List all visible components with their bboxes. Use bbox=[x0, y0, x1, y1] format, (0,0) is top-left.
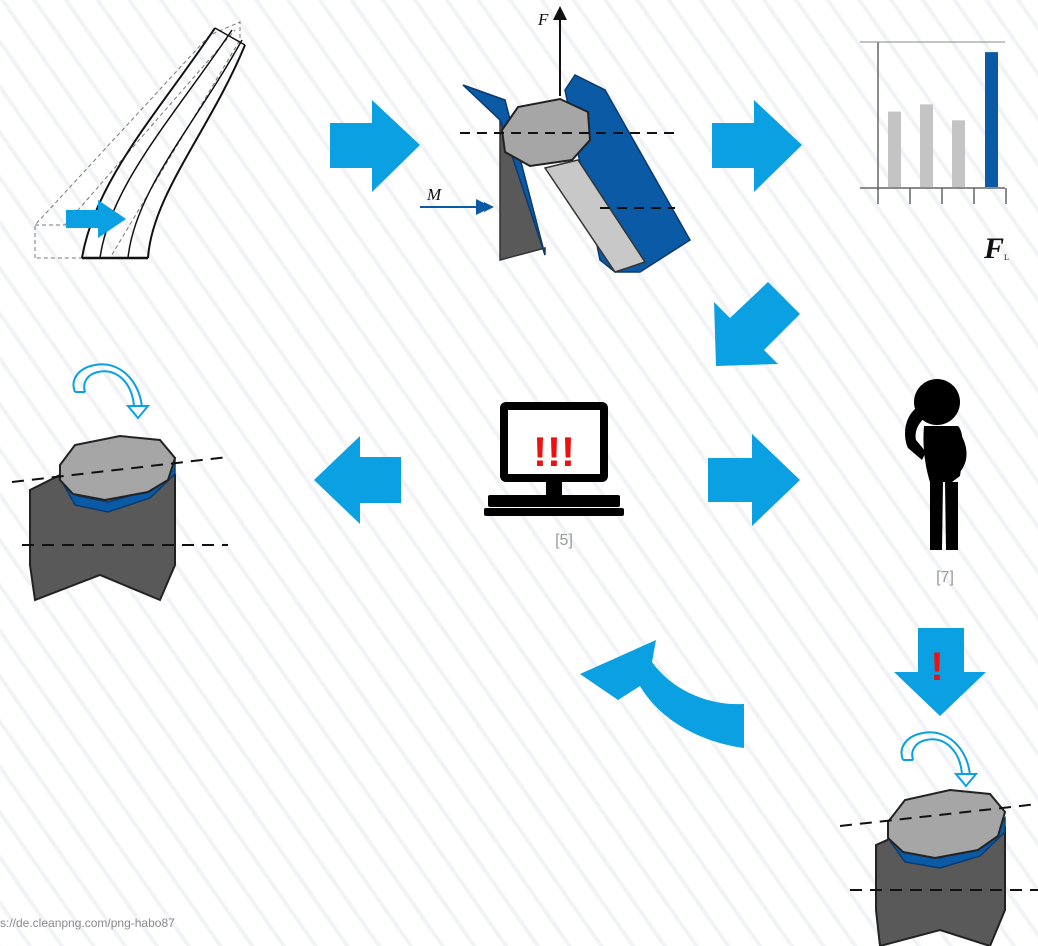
source-footer: s://de.cleanpng.com/png-habo87 bbox=[0, 916, 175, 930]
moment-label: M bbox=[426, 185, 442, 204]
arrow-left-icon bbox=[314, 436, 401, 524]
bar-chart-bar bbox=[888, 111, 901, 187]
force-axis-label: FL bbox=[983, 232, 1009, 265]
curved-arrow-icon bbox=[580, 640, 744, 748]
alarm-text: !!! bbox=[533, 428, 575, 475]
arrow-down-icon bbox=[894, 628, 986, 716]
arrow-down-left-icon bbox=[714, 282, 800, 366]
warning-text: ! bbox=[930, 645, 943, 689]
bar-chart-bar bbox=[985, 52, 998, 188]
bar-chart-bar bbox=[952, 120, 965, 187]
computer-icon bbox=[484, 402, 624, 516]
corrected-profile-left bbox=[11, 363, 229, 602]
computer-caption: [5] bbox=[555, 532, 573, 549]
rotation-arrow-icon bbox=[125, 405, 151, 420]
force-arrow-icon bbox=[553, 6, 567, 20]
person-caption: [7] bbox=[936, 569, 954, 586]
arrow-right-icon bbox=[712, 100, 802, 192]
force-label: F bbox=[537, 10, 549, 29]
moment-double-arrow-icon bbox=[476, 202, 494, 212]
clamp-load-figure bbox=[420, 6, 692, 273]
bar-chart-bar bbox=[920, 104, 933, 187]
bar-chart-icon bbox=[860, 41, 1007, 204]
corrected-profile-bottom-right bbox=[839, 731, 1038, 946]
arrow-right-icon bbox=[66, 200, 126, 238]
person-icon bbox=[905, 379, 967, 550]
arrow-right-icon bbox=[708, 434, 800, 526]
rotation-arrow-icon bbox=[953, 773, 979, 788]
force-axis-subscript: L bbox=[1004, 253, 1009, 262]
arrow-right-icon bbox=[330, 100, 420, 192]
